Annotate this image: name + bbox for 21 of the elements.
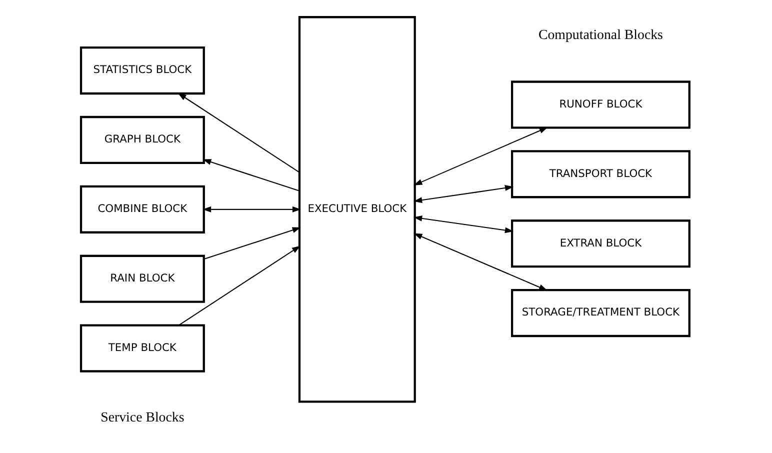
node-box: GRAPH BLOCK <box>80 116 205 164</box>
node-box: COMBINE BLOCK <box>80 185 205 234</box>
arrow <box>414 127 548 186</box>
arrow <box>414 233 548 291</box>
arrow <box>178 246 300 326</box>
node-box: TRANSPORT BLOCK <box>510 150 690 198</box>
label: Service Blocks <box>100 410 184 426</box>
arrow <box>414 185 514 204</box>
arrow <box>202 159 300 192</box>
node-box: TEMP BLOCK <box>80 324 205 372</box>
arrow <box>202 206 301 212</box>
node-box: EXECUTIVE BLOCK <box>298 16 416 403</box>
arrow <box>414 215 514 234</box>
node-box: RUNOFF BLOCK <box>510 80 690 129</box>
node-box: STORAGE/TREATMENT BLOCK <box>510 289 690 338</box>
node-box: RAIN BLOCK <box>80 254 205 303</box>
label: Computational Blocks <box>538 28 663 43</box>
node-box: STATISTICS BLOCK <box>80 46 205 95</box>
arrow <box>178 92 300 173</box>
arrow <box>204 227 301 260</box>
node-box: EXTRAN BLOCK <box>510 220 690 268</box>
